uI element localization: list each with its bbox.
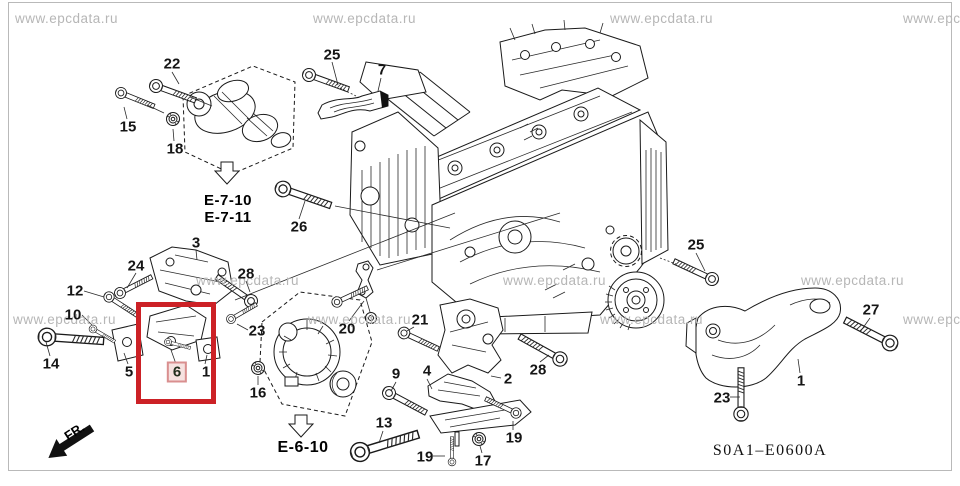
bracket-art (111, 90, 841, 447)
fr-label: FR. (61, 420, 87, 444)
alternator-art (259, 291, 373, 438)
engine-block-art (349, 19, 669, 335)
starter-motor-art (182, 65, 296, 185)
fr-direction-arrow: FR. (48, 420, 95, 458)
leader-lines (45, 61, 871, 457)
